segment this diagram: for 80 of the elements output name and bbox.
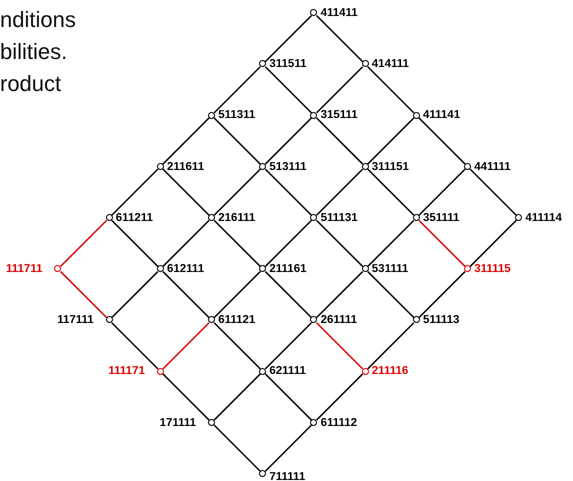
connector-line (316, 66, 364, 114)
node-label: 711111 (269, 470, 306, 481)
node-label: 311151 (372, 160, 409, 174)
connector-line (264, 373, 312, 421)
connector-line (214, 271, 261, 318)
connector-line (316, 271, 364, 318)
connector-line (214, 322, 261, 370)
node-label: 531111 (372, 262, 408, 276)
connector-line (214, 373, 261, 421)
connector-line (214, 168, 261, 216)
connector-line (162, 373, 210, 421)
connector-line (264, 220, 312, 267)
node-label: 315111 (320, 108, 358, 122)
node-label: 511113 (422, 313, 460, 328)
connector-line (316, 168, 364, 216)
connector-line (264, 15, 312, 62)
node-label: 511131 (320, 210, 358, 225)
connector-line (111, 322, 158, 370)
connector-line (214, 117, 261, 165)
connector-line (367, 117, 414, 165)
connector-line (418, 168, 466, 216)
node-label: 611112 (320, 416, 358, 430)
node-label: 411411 (320, 6, 358, 20)
connector-line (316, 220, 364, 267)
node-label: 311511 (269, 57, 306, 72)
connector-line (264, 322, 312, 370)
node-label: 511311 (218, 108, 256, 122)
connector-line (60, 271, 108, 318)
node-label: 216111 (218, 210, 256, 225)
node-label: 211161 (269, 262, 306, 276)
node-label: 621111 (269, 364, 306, 378)
connector-line (367, 66, 414, 114)
connector-line (470, 220, 517, 267)
connector-line (111, 271, 158, 318)
connector-line (111, 168, 158, 216)
node-label: 611121 (218, 313, 256, 328)
connector-line (162, 322, 210, 370)
connector-line (162, 220, 210, 267)
connector-line (264, 168, 312, 216)
paragraph-text: nditions bilities. roduct (0, 6, 77, 98)
node-label: 612111 (166, 262, 204, 276)
node-label: 414111 (372, 57, 409, 72)
node-label: 513111 (269, 160, 306, 174)
connector-line (214, 66, 261, 114)
connector-line (162, 271, 210, 318)
connector-line (316, 117, 364, 165)
node-label: 411114 (525, 210, 562, 225)
node-label: 211611 (166, 160, 204, 174)
connector-line (367, 220, 414, 267)
connector-line (60, 220, 108, 267)
connector-line (162, 117, 210, 165)
connector-line (264, 117, 312, 165)
node-label: 611211 (116, 210, 153, 225)
connector-line (111, 220, 158, 267)
connector-line (316, 322, 364, 370)
connector-line (162, 168, 210, 216)
connector-line (264, 66, 312, 114)
connector-line (214, 220, 261, 267)
connector-line (264, 424, 312, 472)
connector-line (316, 373, 364, 421)
connector-line (418, 117, 466, 165)
node-label: 111711 (6, 262, 42, 276)
connector-line (418, 271, 466, 318)
connector-line (367, 322, 414, 370)
connector-line (367, 168, 414, 216)
connector-line (367, 271, 414, 318)
connector-line (316, 15, 364, 62)
node-label: 311115 (474, 262, 511, 276)
node-label: 261111 (320, 313, 358, 328)
connector-line (264, 271, 312, 318)
node-label: 441111 (474, 160, 511, 174)
node-label: 111171 (108, 364, 145, 378)
node-label: 211116 (372, 364, 408, 378)
node-label: 171111 (160, 416, 196, 430)
node-label: 117111 (57, 313, 94, 328)
connector-line (470, 168, 517, 216)
connector-line (214, 424, 261, 472)
node-label: 351111 (422, 210, 460, 225)
node-label: 411141 (422, 108, 460, 122)
connector-line (418, 220, 466, 267)
